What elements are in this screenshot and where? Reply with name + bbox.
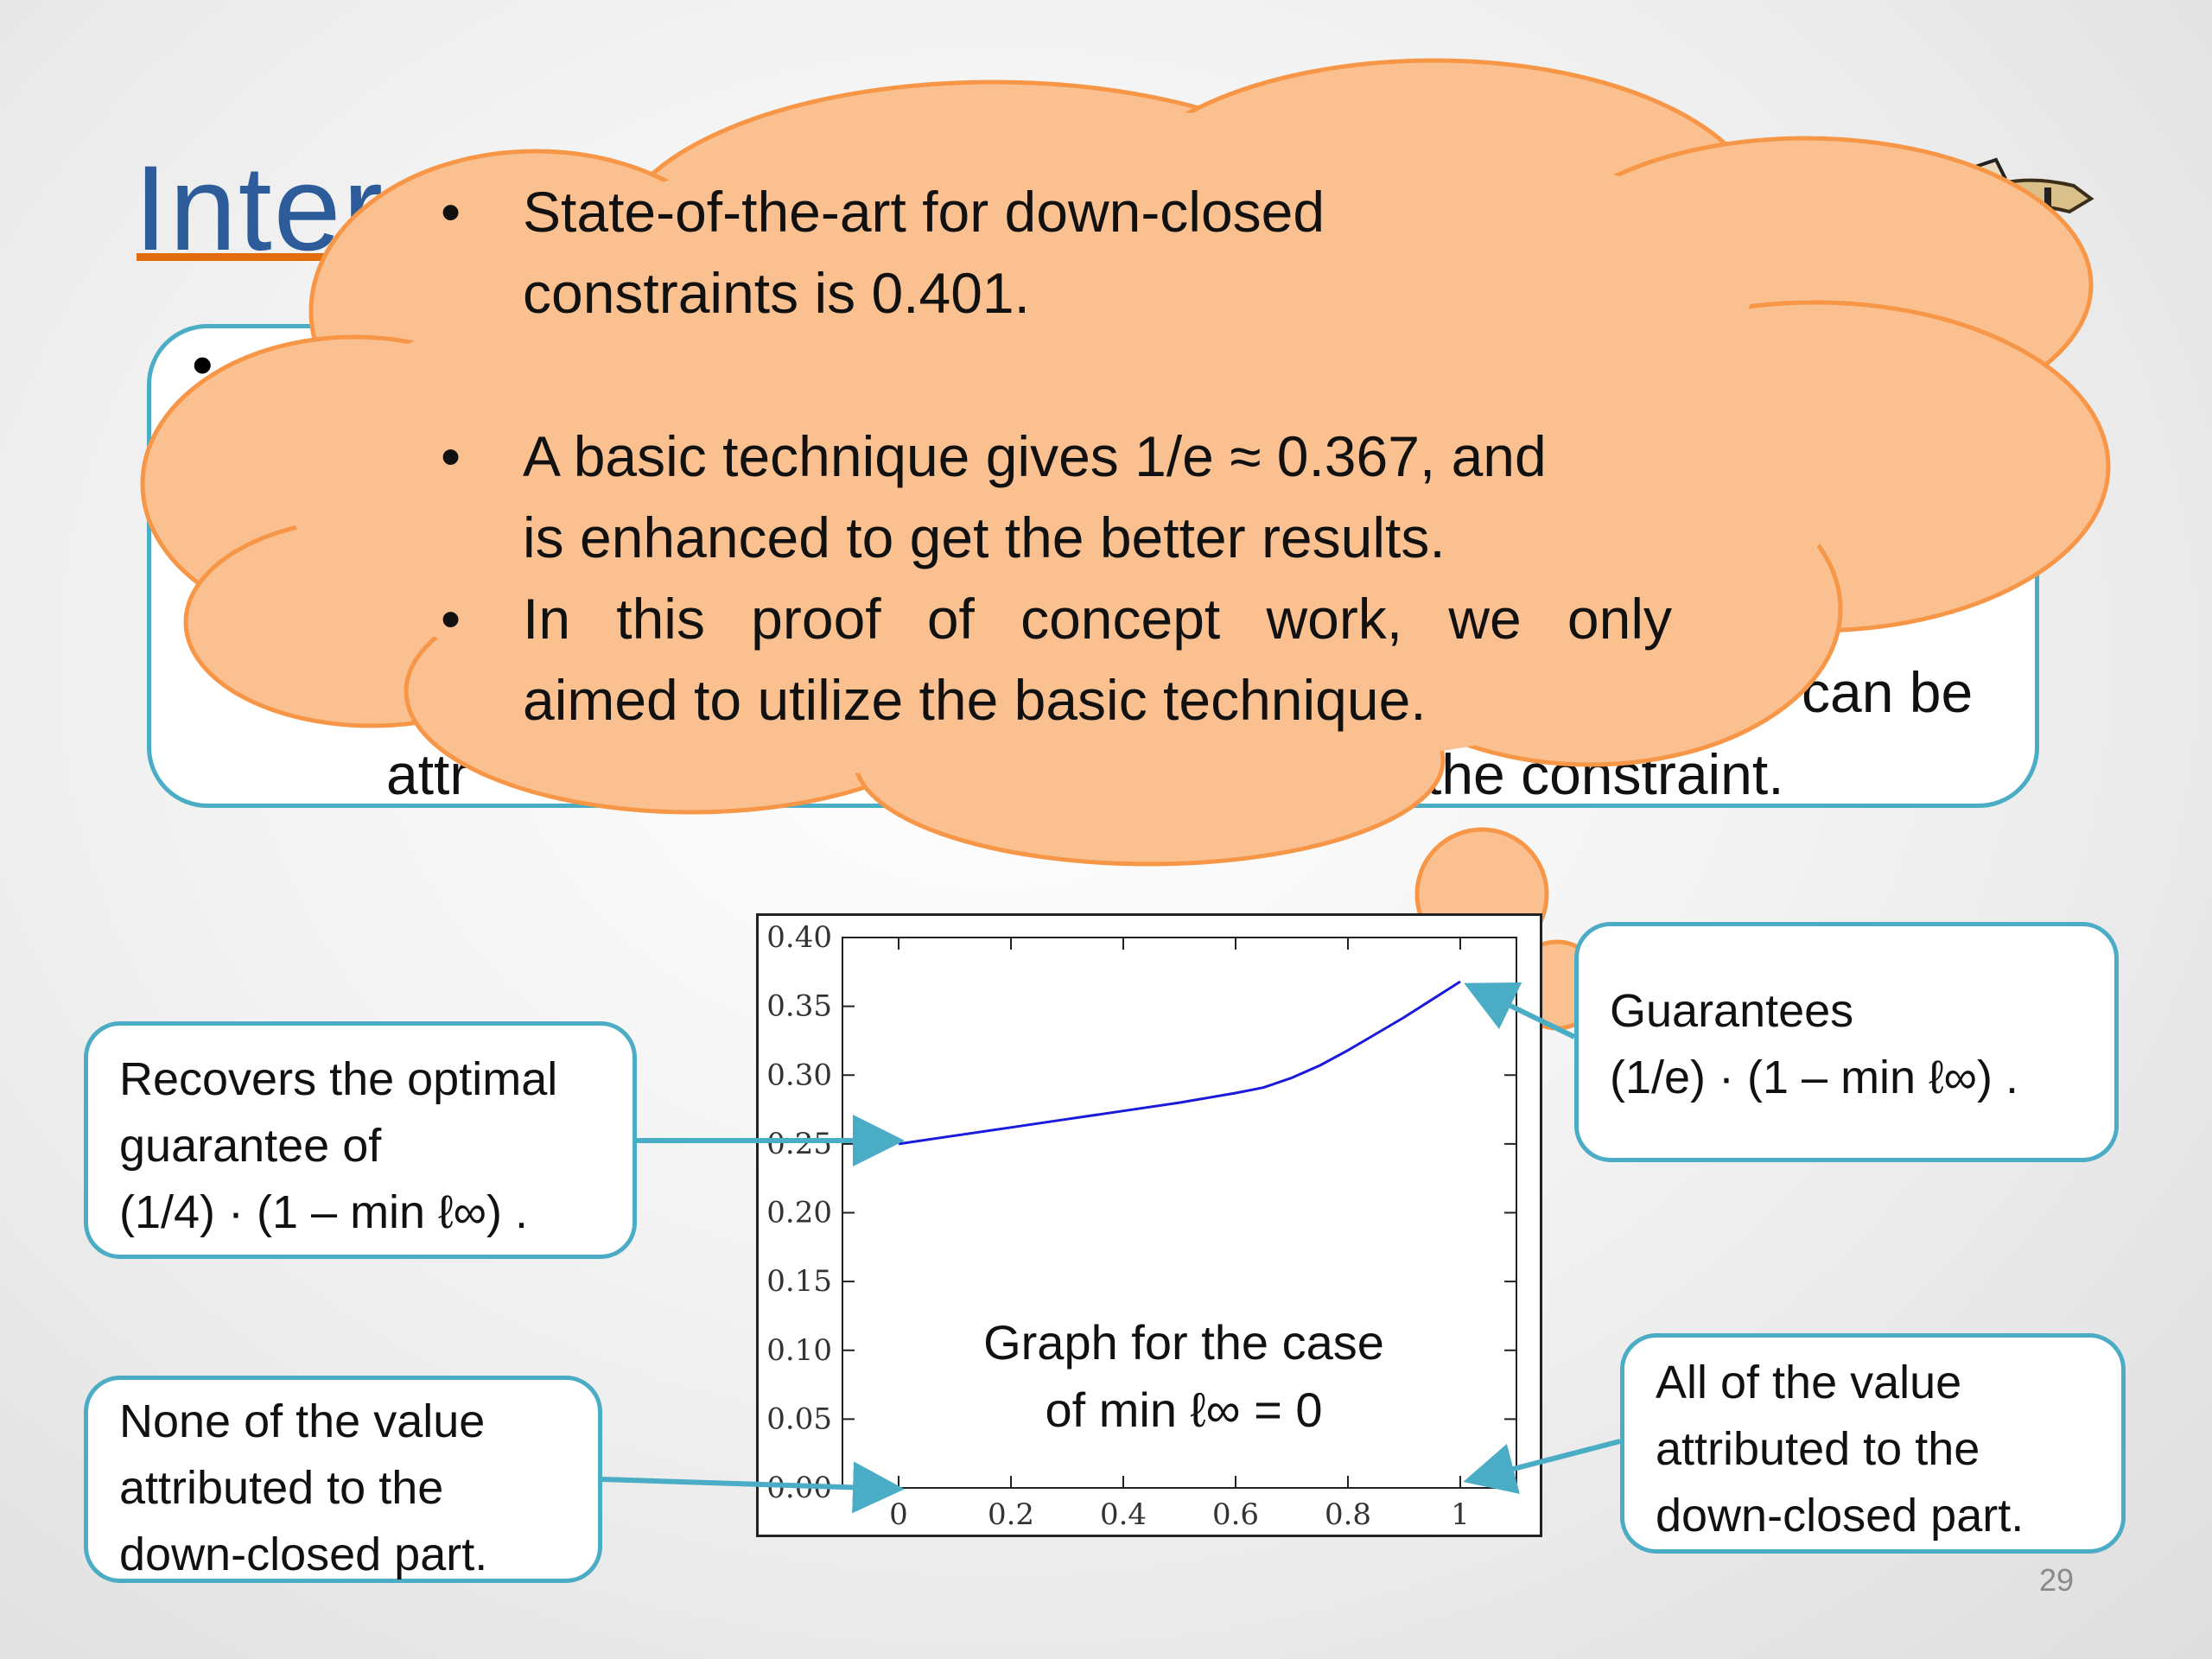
chart-frame — [756, 913, 1542, 1537]
callout-all: All of the value attributed to the down-… — [1620, 1333, 2126, 1554]
arrow-none — [601, 1461, 905, 1514]
cloud-bullet-1-line1: State-of-the-art for down-closed — [523, 180, 1325, 244]
arrow-guarantees — [1464, 982, 1576, 1039]
chart-caption-line2: of min ℓ∞ = 0 — [1045, 1382, 1323, 1437]
callout-none-line3: down-closed part. — [119, 1529, 488, 1580]
y-tick-label: 0.20 — [766, 1196, 832, 1230]
cloud-bullet-3-line2: aimed to utilize the basic technique. — [523, 668, 1427, 732]
cloud-bullet-1: • State-of-the-art for down-closed const… — [441, 171, 1560, 334]
callout-guarantees-line1: Guarantees — [1610, 985, 1854, 1037]
chart-caption: Graph for the case of min ℓ∞ = 0 — [925, 1309, 1443, 1444]
callout-recovers: Recovers the optimal guarantee of (1/4) … — [84, 1021, 637, 1259]
y-tick-label: 0.15 — [766, 1264, 832, 1299]
cloud-bullet-1-line2: constraints is 0.401. — [523, 261, 1030, 325]
callout-all-line3: down-closed part. — [1656, 1490, 2024, 1541]
cloud-bullet-2: • A basic technique gives 1/e ≈ 0.367, a… — [441, 416, 1646, 578]
page-number: 29 — [2039, 1562, 2075, 1598]
y-tick-label: 0.35 — [766, 989, 832, 1024]
callout-guarantees-line2: (1/e) · (1 – min ℓ∞) . — [1610, 1052, 2019, 1103]
callout-all-line1: All of the value — [1656, 1357, 1962, 1408]
cloud-bullet-2-line1: A basic technique gives 1/e ≈ 0.367, and — [523, 424, 1547, 488]
callout-none-line2: attributed to the — [119, 1462, 444, 1514]
y-tick-label: 0.40 — [766, 920, 832, 955]
y-tick-label: 0.05 — [766, 1402, 832, 1436]
series-line — [898, 980, 1461, 1146]
chart-caption-line1: Graph for the case — [983, 1315, 1384, 1370]
x-tick-label: 0.6 — [1212, 1497, 1259, 1532]
callout-none-line1: None of the value — [119, 1395, 486, 1447]
cloud-bullet-3-line1: In this proof of concept work, we only — [523, 587, 1672, 651]
callout-none: None of the value attributed to the down… — [84, 1376, 602, 1583]
bullet-dot: • — [441, 180, 461, 244]
y-tick-label: 0.10 — [766, 1333, 832, 1368]
bullet-dot: • — [441, 587, 461, 651]
x-tick-label: 0.4 — [1100, 1497, 1147, 1532]
cloud-bullet-3: • In this proof of concept work, we only… — [441, 578, 1672, 741]
callout-all-line2: attributed to the — [1656, 1423, 1980, 1475]
callout-guarantees: Guarantees (1/e) · (1 – min ℓ∞) . — [1574, 922, 2119, 1162]
callout-recovers-line2: guarantee of — [119, 1120, 382, 1172]
callout-recovers-line1: Recovers the optimal — [119, 1053, 558, 1105]
cloud-bullet-2-line2: is enhanced to get the better results. — [523, 505, 1446, 569]
y-tick-label: 0.25 — [766, 1127, 832, 1161]
x-tick-label: 0.8 — [1325, 1497, 1371, 1532]
x-tick-label: 0.2 — [988, 1497, 1034, 1532]
callout-recovers-line3: (1/4) · (1 – min ℓ∞) . — [119, 1186, 529, 1238]
x-tick-label: 1 — [1451, 1497, 1470, 1532]
y-tick-label: 0.30 — [766, 1058, 832, 1092]
arrow-all — [1463, 1439, 1621, 1495]
bullet-dot: • — [441, 424, 461, 488]
